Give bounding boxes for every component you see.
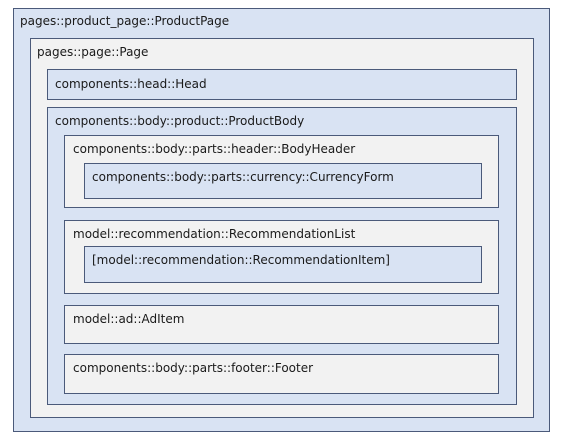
ad-item-box bbox=[64, 305, 499, 344]
head-label: components::head::Head bbox=[55, 77, 207, 91]
ad-item-label: model::ad::AdItem bbox=[73, 312, 185, 326]
footer-box bbox=[64, 354, 499, 394]
head-box bbox=[47, 69, 517, 100]
footer-label: components::body::parts::footer::Footer bbox=[73, 361, 314, 375]
recommendation-item-label: [model::recommendation::RecommendationIt… bbox=[92, 253, 390, 267]
product-page-label: pages::product_page::ProductPage bbox=[20, 14, 230, 28]
currency-form-box bbox=[84, 163, 482, 199]
page-label: pages::page::Page bbox=[37, 45, 149, 59]
body-header-label: components::body::parts::header::BodyHea… bbox=[73, 142, 356, 156]
recommendation-item-box bbox=[84, 246, 482, 283]
currency-form-label: components::body::parts::currency::Curre… bbox=[92, 170, 394, 184]
recommendation-list-label: model::recommendation::RecommendationLis… bbox=[73, 227, 356, 241]
product-body-label: components::body::product::ProductBody bbox=[55, 114, 305, 128]
